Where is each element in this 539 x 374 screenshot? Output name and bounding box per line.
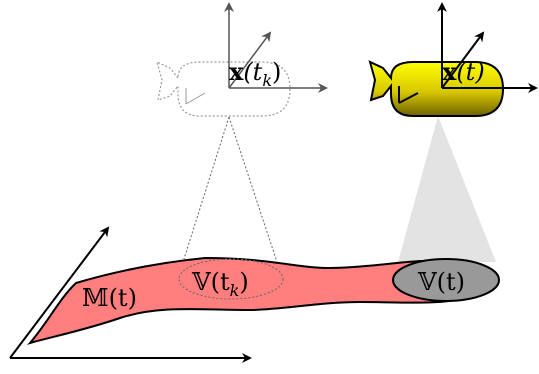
past-pose-label: x(tk): [229, 57, 281, 90]
current-pose-arg: (t): [456, 58, 484, 86]
current-view-frustum: [398, 116, 496, 262]
current-view-ellipse: [392, 258, 500, 302]
current-view-label: 𝕍(t): [417, 268, 465, 296]
current-pose-label: x(t): [442, 57, 485, 86]
past-view-symbol: 𝕍(t: [191, 268, 230, 296]
past-camera-axes: [224, 2, 328, 93]
past-view-frustum: [182, 116, 278, 263]
current-camera-axes: [437, 2, 538, 93]
past-pose-symbol: x: [229, 57, 244, 86]
world-y-axis: [9, 226, 110, 359]
past-view-sub: k: [230, 281, 240, 300]
past-pose-arg: (t: [243, 58, 262, 86]
past-pose-close: ): [272, 58, 281, 86]
current-camera-icon: [368, 60, 505, 117]
current-pose-symbol: x: [442, 57, 457, 86]
world-axes: [9, 226, 252, 363]
past-view-label: 𝕍(tk): [191, 268, 249, 300]
map-label: 𝕄(t): [82, 284, 137, 312]
past-view-close: ): [239, 268, 248, 296]
past-pose-sub: k: [262, 71, 272, 90]
past-camera-outline-icon: [156, 60, 291, 117]
past-view-ellipse: [178, 258, 284, 300]
